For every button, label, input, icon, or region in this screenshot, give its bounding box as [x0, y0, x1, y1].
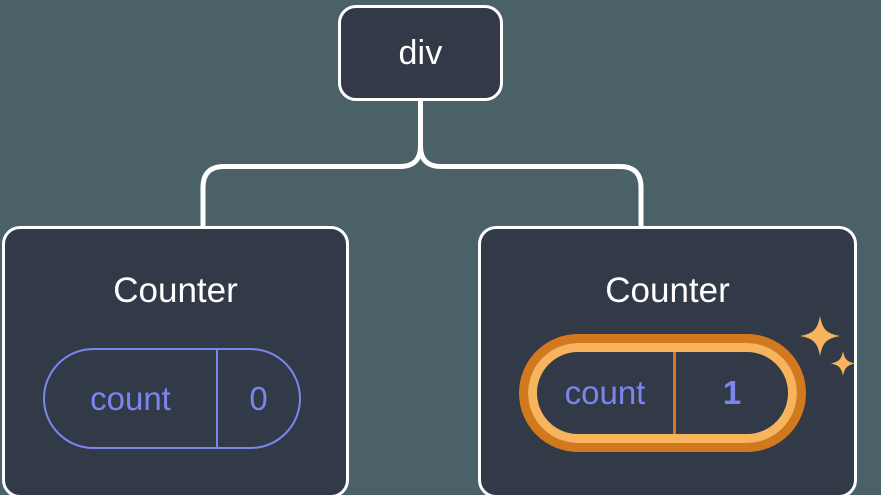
- node-counter-right-title: Counter: [605, 271, 730, 310]
- node-counter-left-title: Counter: [113, 271, 238, 310]
- state-pill-left[interactable]: count 0: [43, 348, 301, 449]
- sparkle-large-icon: [800, 316, 840, 356]
- sparkles-group: [800, 316, 856, 376]
- connector-to-right-child: [418, 143, 644, 229]
- state-key-left: count: [45, 350, 218, 447]
- state-value-right: 1: [722, 374, 742, 411]
- node-div[interactable]: div: [338, 5, 503, 101]
- state-key-right: count: [537, 352, 676, 434]
- sparkle-small-icon: [830, 351, 856, 376]
- node-div-label: div: [398, 34, 443, 72]
- connector-to-left-child: [200, 143, 423, 229]
- state-value-left: 0: [249, 379, 268, 417]
- state-pill-right[interactable]: count 1: [528, 343, 797, 443]
- state-pill-right-highlight-ring: count 1: [519, 334, 806, 452]
